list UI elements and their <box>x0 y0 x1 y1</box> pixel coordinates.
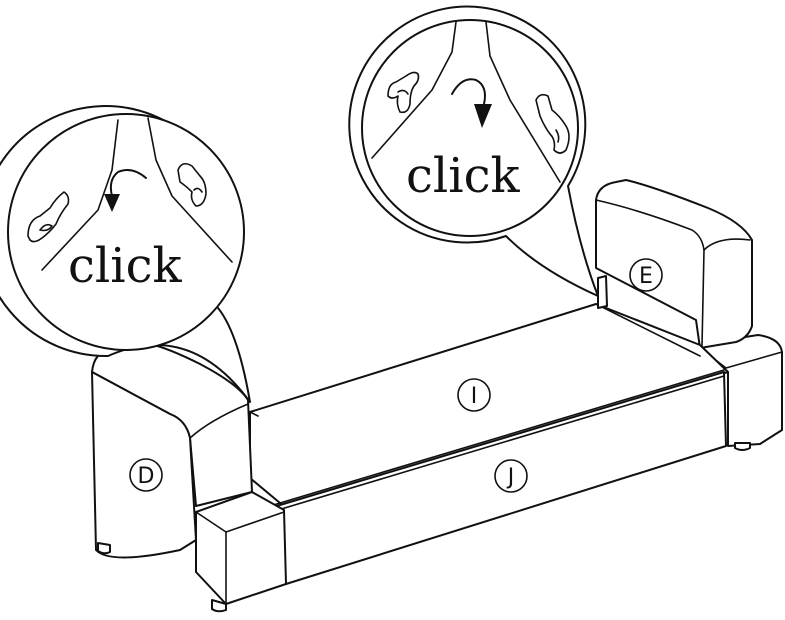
right-armrest <box>595 179 783 451</box>
right-click-label: click <box>406 148 520 204</box>
right-callout-bubble: click <box>348 5 599 297</box>
seat-panel <box>269 369 727 585</box>
svg-text:I: I <box>471 384 478 409</box>
arrow-head-icon <box>104 194 120 212</box>
svg-text:J: J <box>506 465 515 490</box>
left-click-label: click <box>68 238 182 294</box>
part-label-j: J <box>494 459 528 493</box>
rotate-arrow-icon <box>109 169 147 197</box>
part-label-e: E <box>629 258 663 292</box>
part-label-i: I <box>457 378 491 412</box>
rotate-arrow-icon <box>451 78 486 105</box>
arrow-head-icon <box>474 104 492 128</box>
left-callout-bubble: click <box>0 105 251 403</box>
svg-text:E: E <box>639 264 653 289</box>
svg-text:D: D <box>138 464 155 489</box>
left-armrest <box>91 343 287 613</box>
part-label-d: D <box>129 458 163 492</box>
